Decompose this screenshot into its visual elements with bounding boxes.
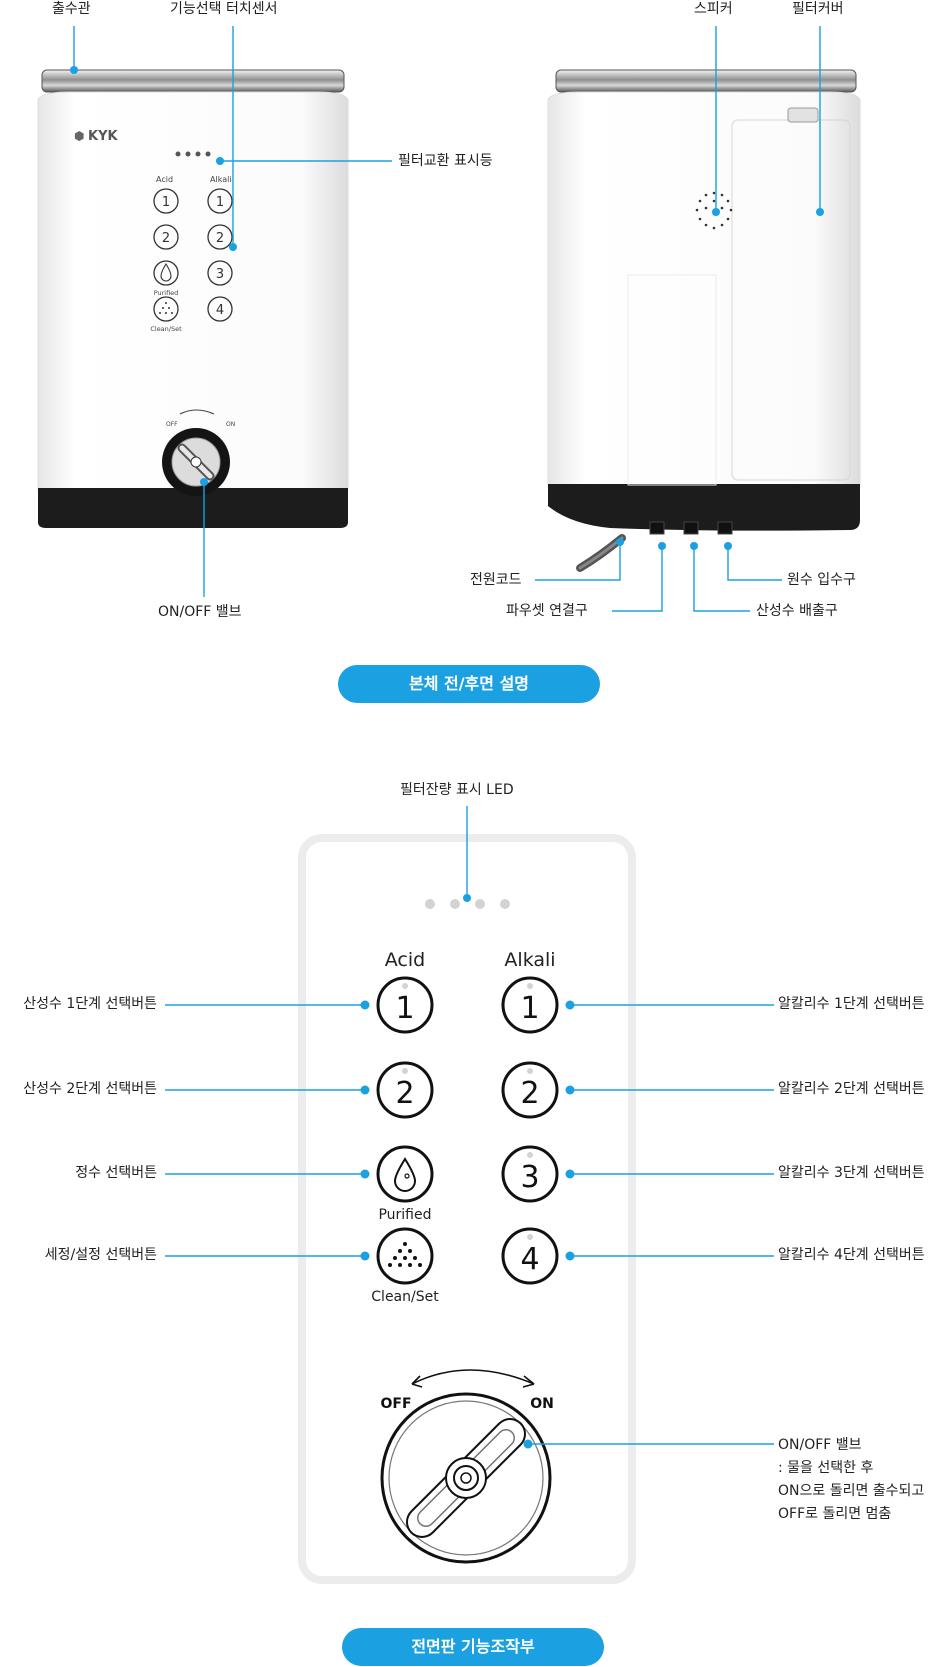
callout-acid-1: 산성수 1단계 선택버튼 (23, 996, 157, 1012)
callout-alkali-1: 알칼리수 1단계 선택버튼 (778, 996, 925, 1012)
panel-alkali-4-button: 4 (501, 1227, 559, 1285)
panel-acid-2-button: 2 (376, 1061, 434, 1119)
water-spray-icon (388, 1242, 422, 1267)
callout-alkali-4: 알칼리수 4단계 선택버튼 (778, 1247, 925, 1263)
svg-text:4: 4 (520, 1242, 539, 1277)
front-purified-button: Purified (153, 260, 179, 297)
svg-text:ON: ON (226, 421, 235, 428)
svg-text:1: 1 (162, 195, 170, 210)
device-back (547, 69, 861, 572)
svg-text:Purified: Purified (378, 1207, 431, 1223)
front-valve-knob (162, 428, 230, 496)
callout-filter-lamp: 필터교환 표시등 (398, 153, 493, 169)
callout-led: 필터잔량 표시 LED (400, 782, 514, 798)
callout-raw-water-inlet: 원수 입수구 (787, 572, 856, 588)
panel-on-label: ON (530, 1396, 554, 1412)
rotation-arrow-icon (411, 1369, 535, 1385)
front-alkali-4-button: 4 (207, 296, 233, 322)
panel-alkali-2-button: 2 (501, 1061, 559, 1119)
callout-alkali-2: 알칼리수 2단계 선택버튼 (778, 1081, 925, 1097)
svg-text:OFF: OFF (166, 421, 178, 428)
svg-text:1: 1 (520, 991, 539, 1026)
front-alkali-3-button: 3 (207, 260, 233, 286)
callout-faucet-connector: 파우셋 연결구 (506, 603, 588, 619)
svg-text:2: 2 (395, 1076, 414, 1111)
panel-alkali-3-button: 3 (501, 1145, 559, 1203)
svg-text:Clean/Set: Clean/Set (371, 1289, 439, 1305)
callout-alkali-3: 알칼리수 3단계 선택버튼 (778, 1165, 925, 1181)
panel-acid-label: Acid (385, 949, 425, 971)
callout-acid-2: 산성수 2단계 선택버튼 (23, 1081, 157, 1097)
device-front: KYK ⬢ Acid Alkali 1 2 Purified Clean/Set (37, 69, 349, 528)
brand-logo: KYK (88, 129, 118, 144)
front-panel-diagram: Acid Alkali 1 2 Purified (165, 806, 774, 1584)
panel-alkali-1-button: 1 (501, 976, 559, 1034)
filter-led-row (425, 899, 510, 909)
svg-text:3: 3 (216, 267, 224, 282)
svg-text:Purified: Purified (154, 289, 179, 297)
svg-text:3: 3 (520, 1160, 539, 1195)
front-alkali-1-button: 1 (207, 188, 233, 214)
callout-touch-sensor: 기능선택 터치센서 (170, 1, 278, 17)
svg-text:1: 1 (395, 991, 414, 1026)
svg-text:2: 2 (162, 231, 170, 246)
panel-acid-1-button: 1 (376, 976, 434, 1034)
panel-alkali-label: Alkali (504, 949, 555, 971)
callout-power-cord: 전원코드 (470, 572, 522, 588)
front-clean-set-button: Clean/Set (150, 296, 182, 333)
callout-acid-outlet: 산성수 배출구 (756, 603, 838, 619)
front-acid-2-button: 2 (153, 224, 179, 250)
panel-valve-knob (380, 1392, 552, 1564)
panel-clean-set-button: Clean/Set (371, 1227, 439, 1305)
svg-text:Clean/Set: Clean/Set (150, 325, 182, 333)
svg-text:2: 2 (520, 1076, 539, 1111)
section-caption-body: 본체 전/후면 설명 (338, 665, 600, 703)
callout-purified: 정수 선택버튼 (75, 1165, 157, 1181)
section-caption-panel: 전면판 기능조작부 (342, 1628, 604, 1666)
callout-clean-set: 세정/설정 선택버튼 (44, 1247, 157, 1263)
hex-logo-icon: ⬢ (74, 129, 84, 143)
front-acid-label: Acid (156, 175, 173, 184)
valve-note: ON/OFF 밸브 : 물을 선택한 후 ON으로 돌리면 출수되고 OFF로 … (778, 1434, 924, 1526)
panel-off-label: OFF (380, 1396, 411, 1412)
valve-note-line-2: : 물을 선택한 후 (778, 1460, 874, 1476)
callout-speaker: 스피커 (694, 1, 733, 17)
device-overview-diagram: KYK ⬢ Acid Alkali 1 2 Purified Clean/Set (37, 26, 861, 612)
panel-purified-button: Purified (376, 1145, 434, 1223)
valve-note-line-1: ON/OFF 밸브 (778, 1437, 862, 1453)
water-drop-icon (393, 1157, 417, 1192)
svg-text:2: 2 (216, 231, 224, 246)
front-alkali-label: Alkali (210, 175, 232, 184)
front-alkali-2-button: 2 (207, 224, 233, 250)
callout-valve-front: ON/OFF 밸브 (158, 604, 242, 620)
callout-outlet: 출수관 (52, 1, 91, 17)
svg-text:1: 1 (216, 195, 224, 210)
valve-note-line-3: ON으로 돌리면 출수되고 (778, 1483, 925, 1499)
svg-text:4: 4 (216, 303, 224, 318)
front-acid-1-button: 1 (153, 188, 179, 214)
valve-note-line-4: OFF로 돌리면 멈춤 (778, 1506, 892, 1522)
callout-filter-cover: 필터커버 (792, 1, 844, 17)
